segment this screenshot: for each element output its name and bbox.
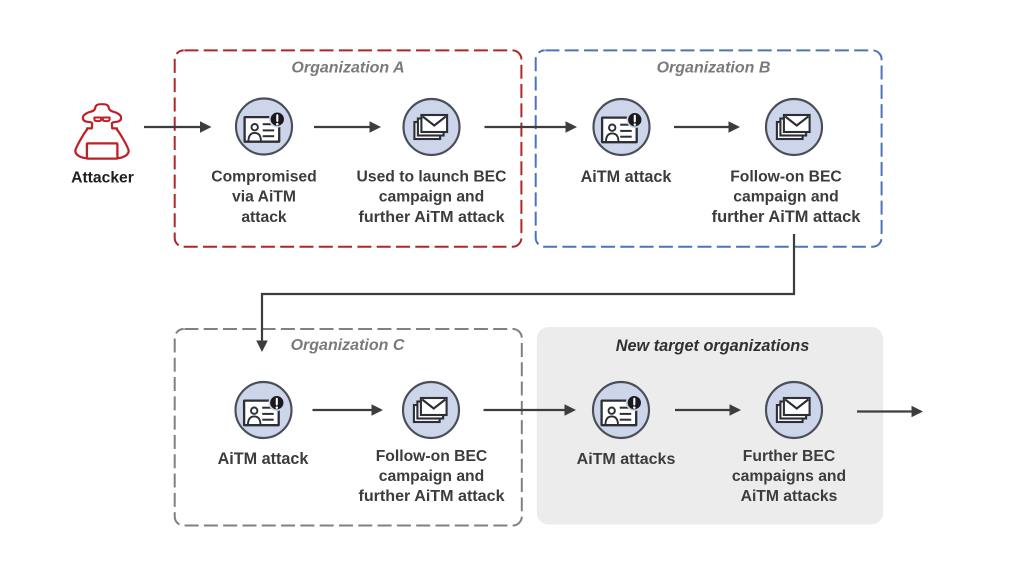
svg-text:Used to launch BEC: Used to launch BEC bbox=[357, 168, 507, 185]
svg-text:Further BEC: Further BEC bbox=[743, 448, 835, 465]
svg-text:attack: attack bbox=[241, 209, 287, 226]
svg-text:AiTM attack: AiTM attack bbox=[581, 168, 673, 186]
svg-text:AiTM attacks: AiTM attacks bbox=[577, 451, 676, 468]
svg-text:via AiTM: via AiTM bbox=[232, 189, 296, 206]
svg-text:campaign and: campaign and bbox=[379, 468, 484, 485]
svg-text:campaign and: campaign and bbox=[733, 189, 838, 206]
svg-text:Follow-on BEC: Follow-on BEC bbox=[376, 448, 488, 465]
svg-text:further AiTM attack: further AiTM attack bbox=[712, 208, 862, 226]
svg-text:AiTM attack: AiTM attack bbox=[218, 450, 310, 468]
svg-text:AiTM attacks: AiTM attacks bbox=[741, 488, 838, 505]
svg-text:further AiTM attack: further AiTM attack bbox=[358, 208, 504, 226]
svg-text:Attacker: Attacker bbox=[71, 169, 134, 186]
svg-text:campaign and: campaign and bbox=[379, 189, 484, 206]
svg-text:New target organizations: New target organizations bbox=[616, 337, 810, 355]
svg-text:Compromised: Compromised bbox=[211, 168, 316, 185]
svg-text:Organization A: Organization A bbox=[291, 60, 404, 77]
svg-text:campaigns and: campaigns and bbox=[732, 468, 846, 485]
svg-text:Organization B: Organization B bbox=[657, 60, 771, 77]
svg-text:Organization C: Organization C bbox=[291, 337, 405, 354]
svg-text:further AiTM attack: further AiTM attack bbox=[358, 487, 504, 505]
svg-text:Follow-on BEC: Follow-on BEC bbox=[730, 168, 842, 185]
